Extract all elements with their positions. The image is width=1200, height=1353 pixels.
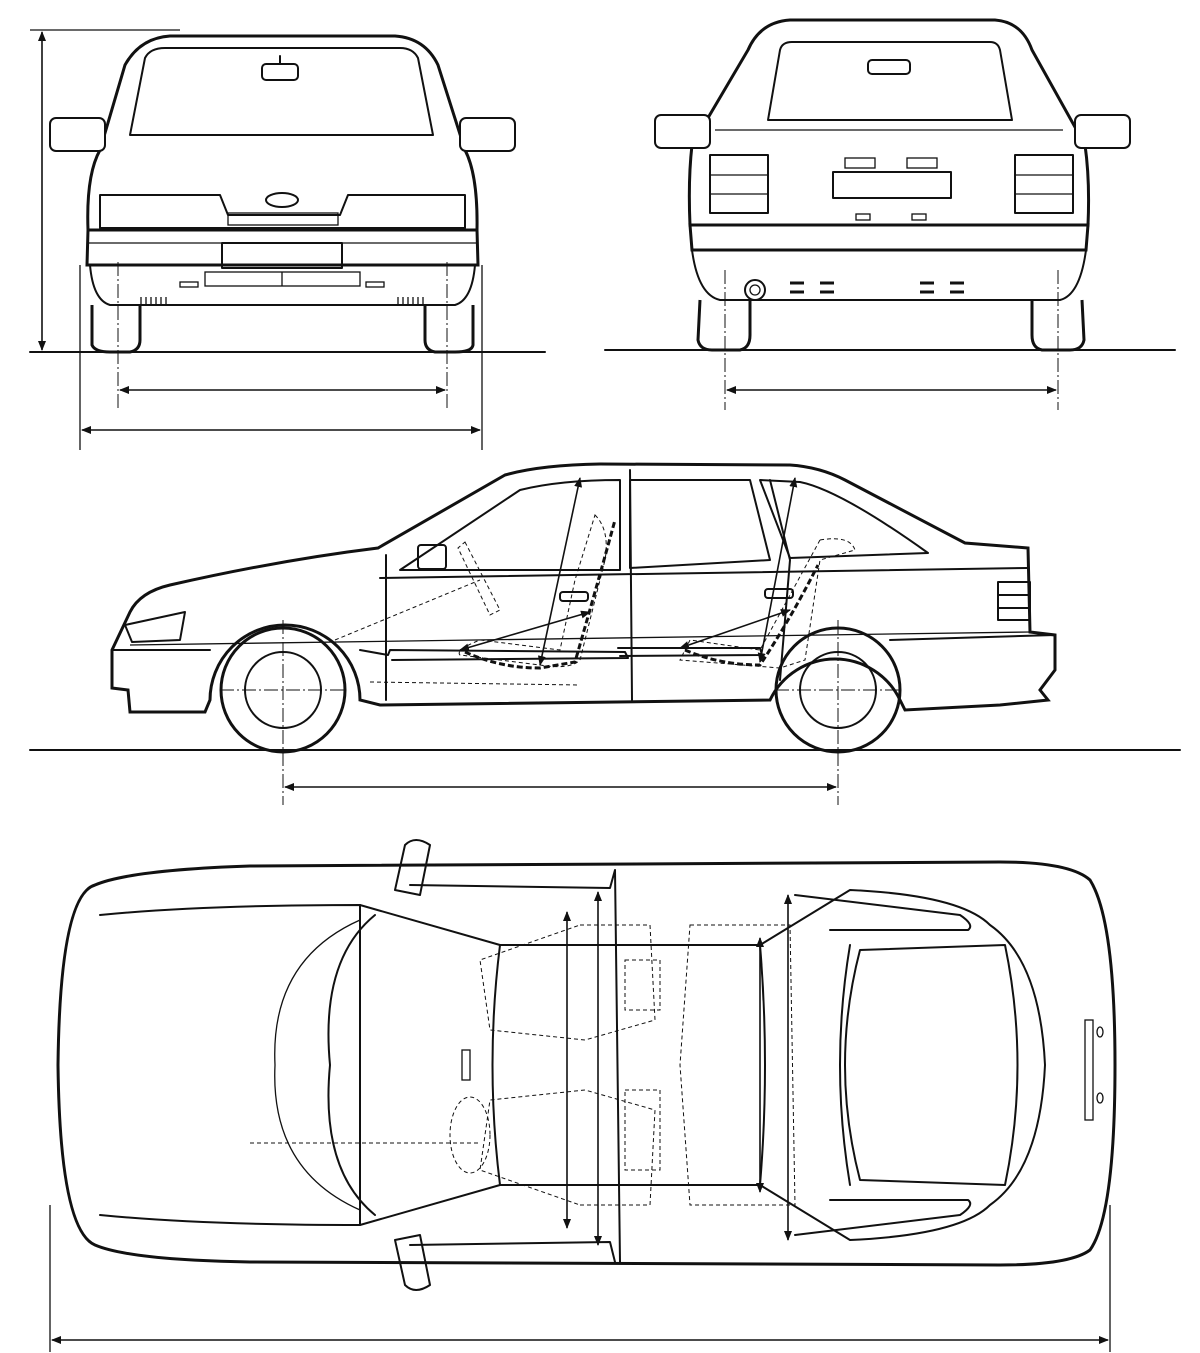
left-mirror xyxy=(49,117,106,152)
headlight xyxy=(124,611,186,643)
top-body-outline xyxy=(56,860,1117,1267)
side-body-outline xyxy=(110,462,1057,714)
front-view xyxy=(29,29,546,450)
right-mirror xyxy=(394,1234,431,1291)
top-view xyxy=(49,839,1117,1352)
right-mirror xyxy=(1074,114,1131,149)
left-mirror xyxy=(394,839,431,896)
right-mirror xyxy=(459,117,516,152)
fog-vents xyxy=(140,297,424,304)
side-view xyxy=(29,462,1181,805)
rear-view xyxy=(604,18,1176,410)
left-mirror xyxy=(654,114,711,149)
side-mirror xyxy=(417,544,447,570)
